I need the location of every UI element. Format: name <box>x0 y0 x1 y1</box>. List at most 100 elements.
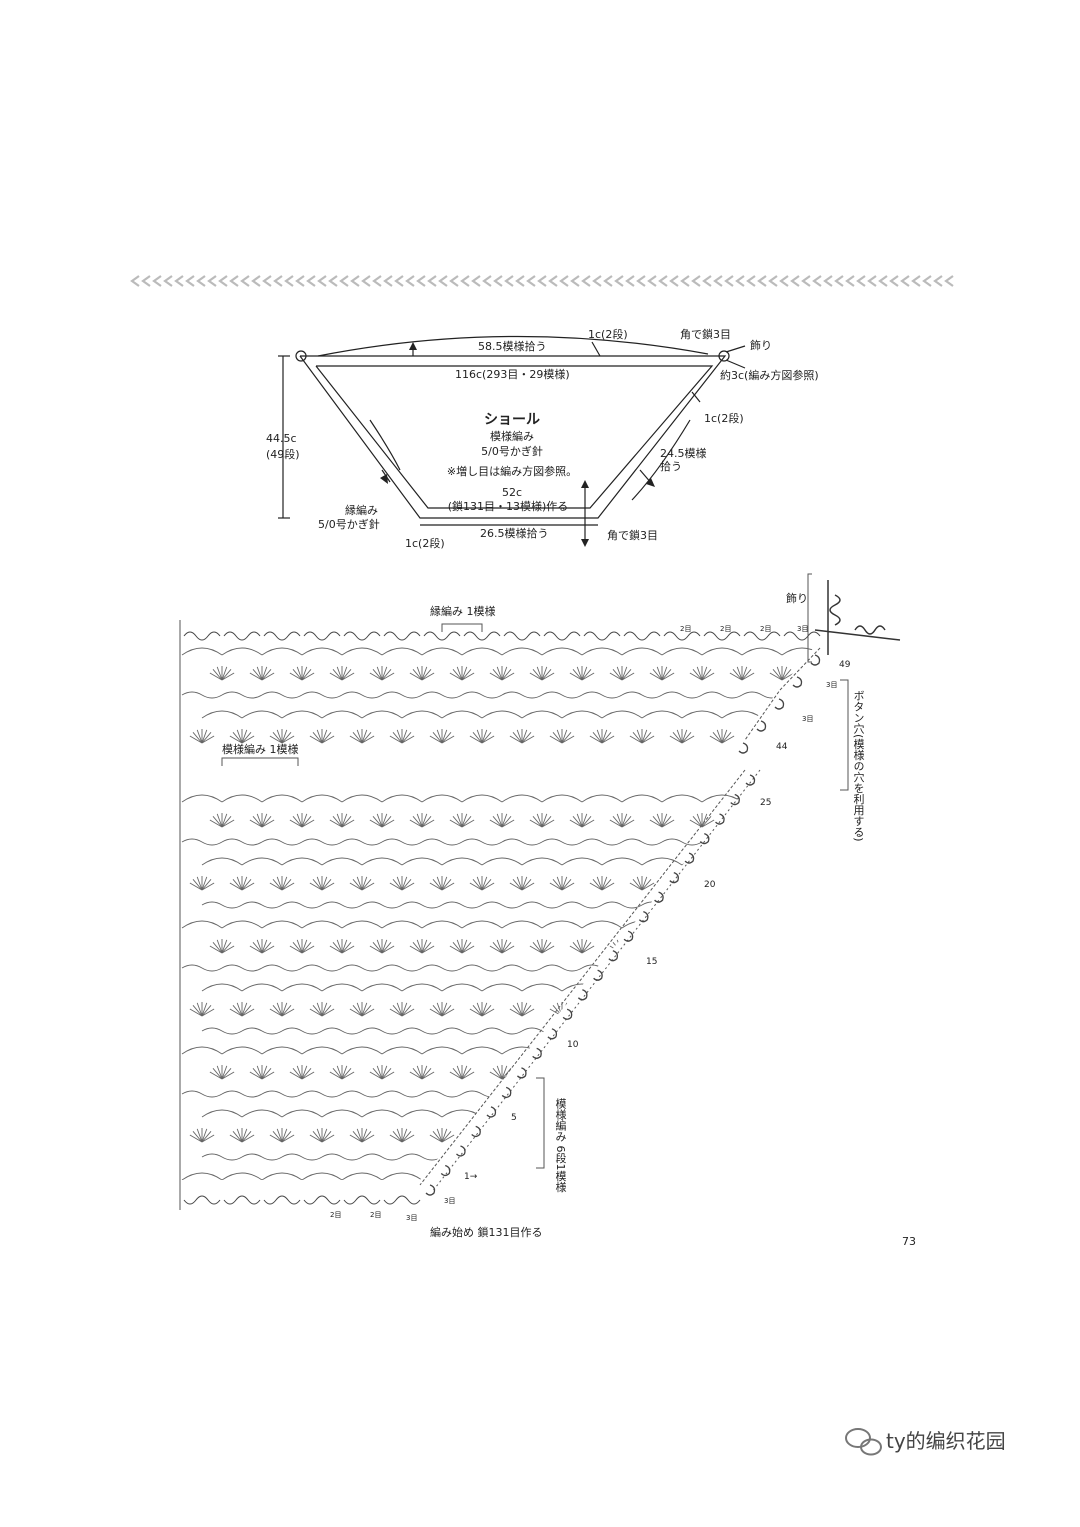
decoration-bracket <box>807 573 812 663</box>
body-pattern-fan-stitch <box>421 1071 435 1080</box>
body-pattern-fan-stitch <box>329 1071 343 1080</box>
top-pattern-chain-arc <box>281 710 323 719</box>
top-pattern-fan-stitch <box>361 729 368 744</box>
top-pattern-fan-stitch <box>196 729 203 744</box>
body-pattern-fan-stitch <box>352 1130 363 1143</box>
body-pattern-fan-stitch <box>436 1002 443 1017</box>
chain-border-link <box>174 275 184 287</box>
body-pattern-fan-stitch <box>321 1134 335 1143</box>
body-pattern-fan-stitch <box>532 941 543 954</box>
body-pattern-fan-stitch <box>376 1065 383 1080</box>
chain-border-link <box>526 275 536 287</box>
body-pattern-fan-stitch <box>421 945 435 954</box>
shawl-hook: 5/0号かぎ針 <box>481 445 543 458</box>
body-pattern-fan-stitch <box>372 941 383 954</box>
chain-border-link <box>592 275 602 287</box>
body-pattern-fan-stitch <box>281 876 288 891</box>
top-pattern-fan-stitch <box>509 735 523 744</box>
body-pattern-fan-stitch <box>421 939 428 954</box>
top-pattern-fan-stitch <box>712 731 723 744</box>
top-pattern-mesh <box>621 691 663 699</box>
body-pattern-chain-arc <box>181 920 223 929</box>
body-pattern-chain-arc <box>541 920 583 929</box>
chain-border-link <box>735 275 745 287</box>
body-pattern-mesh <box>441 901 483 909</box>
body-pattern-fan-stitch <box>381 813 388 828</box>
body-pattern-fan-stitch <box>241 1004 252 1017</box>
body-pattern-mesh <box>481 901 523 909</box>
top-pattern-fan-stitch <box>276 729 283 744</box>
bottom-border-label: 1c(2段) <box>405 537 445 550</box>
body-pattern-fan-stitch <box>432 1130 443 1143</box>
top-pattern-mesh <box>581 691 623 699</box>
top-pattern-fan-stitch <box>589 735 603 744</box>
diagonal-edge-outer <box>431 769 761 1193</box>
top-pattern-fan-stitch <box>312 731 323 744</box>
chain-border-link <box>229 275 239 287</box>
top-pattern-fan-stitch <box>221 672 235 681</box>
body-pattern-fan-stitch <box>452 1067 463 1080</box>
top-pattern-fan-stitch <box>612 668 623 681</box>
top-pattern-fan-stitch <box>301 668 312 681</box>
chain-border-link <box>922 275 932 287</box>
body-pattern-fan-stitch <box>276 876 283 891</box>
body-pattern-fan-stitch <box>501 945 515 954</box>
diagonal-edge-loop <box>456 1145 466 1157</box>
top-edge-picot <box>223 631 261 641</box>
top-pattern-fan-stitch <box>641 731 652 744</box>
body-pattern-fan-stitch <box>201 882 215 891</box>
body-pattern-chain-arc <box>261 794 303 803</box>
top-edge-picot <box>303 631 341 641</box>
chain-count-side-1: 3目 <box>826 681 838 689</box>
top-pattern-fan-stitch <box>516 729 523 744</box>
top-pattern-fan-stitch <box>252 668 263 681</box>
chain-border-link <box>493 275 503 287</box>
top-pattern-fan-stitch <box>781 666 788 681</box>
top-pattern-fan-stitch <box>676 729 683 744</box>
chain-border-link <box>559 275 569 287</box>
body-pattern-fan-stitch <box>512 878 523 891</box>
decoration-label: 飾り <box>750 339 772 352</box>
body-pattern-chain-arc <box>521 857 563 866</box>
top-pattern-fan-stitch <box>216 666 223 681</box>
body-pattern-fan-stitch <box>269 1134 283 1143</box>
body-pattern-fan-stitch <box>272 878 283 891</box>
body-pattern-chain-arc <box>421 920 463 929</box>
body-pattern-mesh <box>281 901 323 909</box>
top-edge-picot <box>503 631 541 641</box>
body-pattern-fan-stitch <box>392 1004 403 1017</box>
body-pattern-mesh <box>601 901 643 909</box>
body-pattern-chain-arc <box>321 983 363 992</box>
body-pattern-fan-stitch <box>316 1128 323 1143</box>
body-pattern-fan-stitch <box>576 813 583 828</box>
body-pattern-fan-stitch <box>316 876 323 891</box>
top-edge-loop <box>792 676 803 688</box>
body-pattern-fan-stitch <box>349 882 363 891</box>
body-pattern-chain-arc <box>521 983 563 992</box>
top-pattern-fan-stitch <box>421 666 428 681</box>
top-pattern-fan-stitch <box>681 735 695 744</box>
chain-border-link <box>702 275 712 287</box>
top-pattern-fan-stitch <box>229 735 243 744</box>
chain-border-link <box>251 275 261 287</box>
body-pattern-chain-arc <box>401 857 443 866</box>
diagonal-edge-loop <box>715 813 725 825</box>
body-pattern-mesh <box>181 838 223 846</box>
top-pattern-fan-stitch <box>436 729 443 744</box>
button-hole-bracket <box>840 679 849 791</box>
chain-border-link <box>394 275 404 287</box>
body-pattern-fan-stitch <box>361 878 372 891</box>
body-pattern-fan-stitch <box>289 1071 303 1080</box>
body-pattern-fan-stitch <box>301 815 312 828</box>
body-pattern-fan-stitch <box>461 1071 475 1080</box>
body-pattern-chain-arc <box>181 1046 223 1055</box>
top-pattern-fan-stitch <box>449 672 463 681</box>
body-pattern-fan-stitch <box>409 1071 423 1080</box>
body-pattern-fan-stitch <box>636 876 643 891</box>
body-pattern-fan-stitch <box>549 882 563 891</box>
body-pattern-fan-stitch <box>521 882 535 891</box>
chain-border-link <box>889 275 899 287</box>
body-pattern-fan-stitch <box>356 1002 363 1017</box>
body-pattern-fan-stitch <box>401 878 412 891</box>
